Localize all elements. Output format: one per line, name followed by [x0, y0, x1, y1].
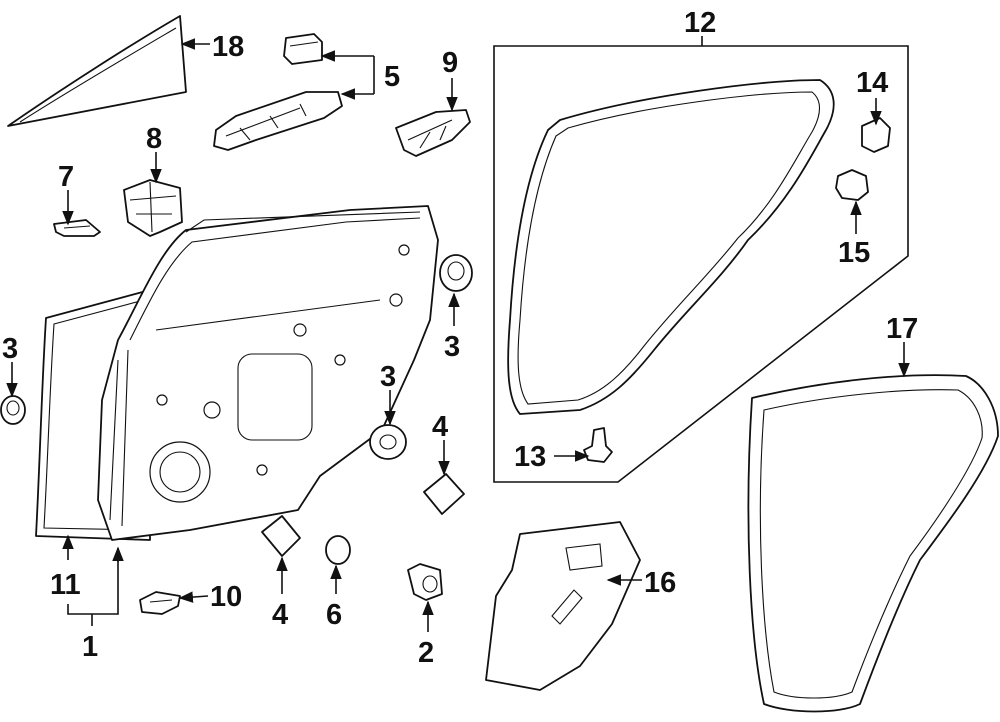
part-8-bracket: [123, 179, 183, 237]
callouts: 18 5 9 8 7 3 3 3 4 4 6 2 10 11 1 12 13 1…: [2, 7, 918, 669]
callout-18: 17: [886, 313, 918, 345]
callout-8: 8: [146, 123, 162, 155]
part-17-quarter-glass: [7, 15, 187, 127]
callout-3-middle: 3: [380, 361, 396, 393]
part-3-plug-left: [0, 395, 26, 425]
callout-1: 1: [82, 631, 98, 663]
callout-7: 7: [58, 161, 74, 193]
callout-6: 6: [326, 599, 342, 631]
part-1-door-frame: [97, 205, 439, 541]
part-13-clip: [583, 427, 613, 463]
part-6-plug: [325, 535, 351, 565]
part-9-hinge: [395, 109, 471, 157]
part-16-cover: [485, 521, 641, 691]
leader-lines: [6, 36, 910, 632]
callout-16: 16: [644, 567, 676, 599]
callout-3-upper: 3: [444, 331, 460, 363]
callout-17: 18: [212, 31, 244, 63]
part-18-weatherstrip: [747, 374, 999, 713]
callout-12: 12: [684, 7, 716, 39]
callout-15: 15: [838, 237, 870, 269]
part-3-plug-middle: [369, 424, 407, 460]
part-12-group-box: [493, 45, 909, 483]
part-7-clip: [53, 219, 101, 237]
part-15-pin: [835, 169, 869, 201]
callout-10: 10: [210, 581, 242, 613]
callout-11: 11: [50, 569, 81, 601]
callout-5: 5: [384, 61, 400, 93]
callout-4-right: 4: [432, 411, 448, 443]
callout-14: 14: [856, 67, 888, 99]
callout-3-left: 3: [2, 333, 18, 365]
callout-13: 13: [514, 441, 546, 473]
part-4-pad-left: [261, 515, 301, 557]
callout-2: 2: [418, 637, 434, 669]
callout-4-left: 4: [272, 599, 288, 631]
part-2-bumper: [407, 563, 443, 601]
callout-9: 9: [442, 47, 458, 79]
part-12-weatherstrip: [507, 79, 835, 415]
part-4-pad-right: [423, 473, 465, 515]
part-3-plug-upper: [439, 254, 473, 292]
part-10-clip: [139, 591, 181, 615]
